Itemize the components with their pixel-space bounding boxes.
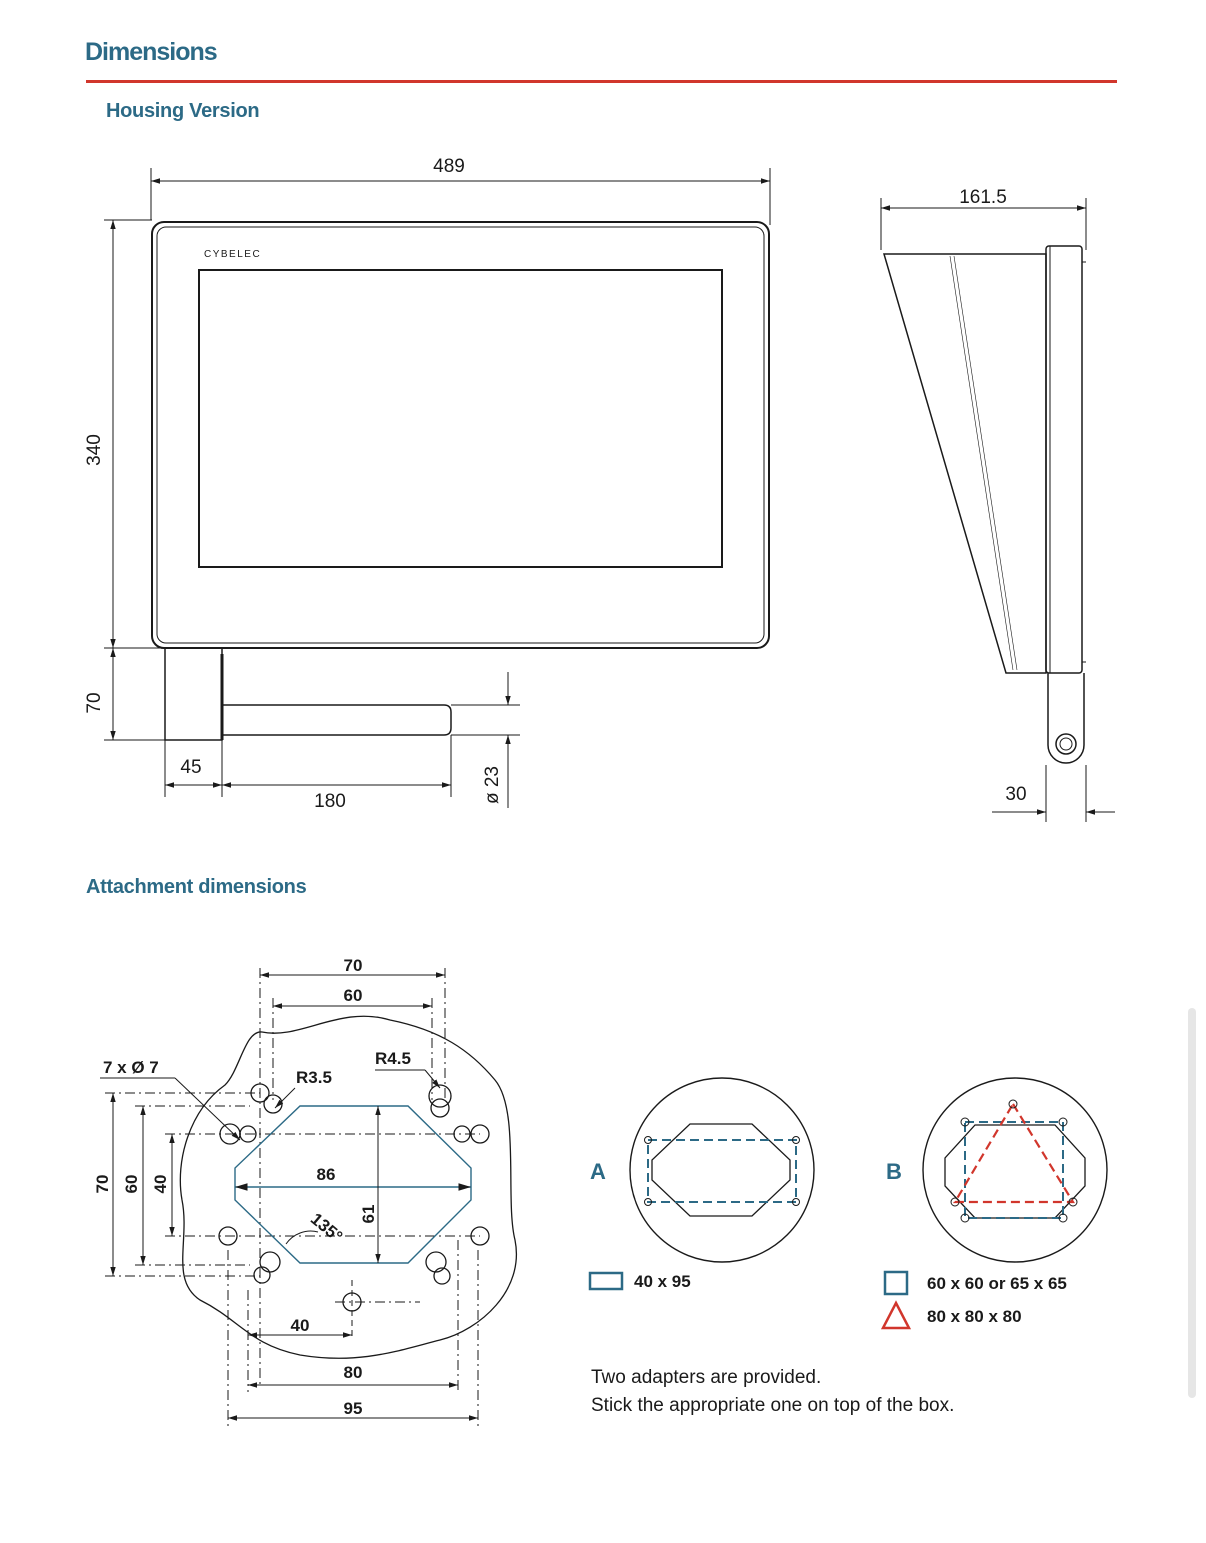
brand-logo: CYBELEC <box>204 249 261 260</box>
adapter-b <box>880 1077 1108 1330</box>
angle-label: 135° <box>307 1209 346 1246</box>
adapter-note-line-1: Two adapters are provided. <box>591 1367 821 1388</box>
adapter-octagon <box>234 1105 472 1264</box>
adapter-b-label: B <box>886 1159 902 1184</box>
legend-rectangle-icon <box>588 1271 624 1291</box>
page-title: Dimensions <box>85 38 218 66</box>
arm-length-label: 180 <box>314 791 346 812</box>
span-outer-label: 70 <box>344 956 363 975</box>
span-inner-label: 60 <box>344 986 363 1005</box>
height-40-label: 40 <box>151 1175 170 1194</box>
holes-label: 7 x Ø 7 <box>103 1058 159 1077</box>
legend-square-icon <box>883 1270 909 1296</box>
housing-outline <box>151 221 770 649</box>
section-heading-attachment: Attachment dimensions <box>86 876 307 898</box>
title-divider <box>86 80 1117 83</box>
mount-width-label: 30 <box>1005 784 1026 805</box>
mount-footprint <box>179 1015 518 1359</box>
tube-diameter-label: ø 23 <box>482 766 503 804</box>
adapter-a-label: A <box>590 1159 606 1184</box>
side-back-panel <box>1045 245 1083 674</box>
attachment-drawing <box>100 968 518 1428</box>
section-heading-housing: Housing Version <box>106 100 260 122</box>
radius-small-label: R3.5 <box>296 1068 332 1087</box>
arm-block <box>164 647 223 741</box>
scrollbar[interactable] <box>1188 1008 1196 1398</box>
height-label: 340 <box>84 434 105 466</box>
offset-40-label: 40 <box>291 1316 310 1335</box>
radius-large-label: R4.5 <box>375 1049 411 1068</box>
arm-tube <box>223 704 452 736</box>
arm-height-label: 70 <box>84 692 105 713</box>
screen <box>198 269 723 568</box>
arm-block-width-label: 45 <box>180 757 201 778</box>
side-view <box>880 198 1115 822</box>
front-view <box>104 168 771 808</box>
mount-hole <box>250 1083 270 1103</box>
width-86-label: 86 <box>317 1165 336 1184</box>
adapter-a <box>588 1077 815 1291</box>
adapter-b-square-size: 60 x 60 or 65 x 65 <box>927 1274 1067 1293</box>
height-70-label: 70 <box>93 1175 112 1194</box>
side-housing <box>883 253 1047 674</box>
bottom-95-label: 95 <box>344 1399 363 1418</box>
bottom-80-label: 80 <box>344 1363 363 1382</box>
adapter-b-triangle-size: 80 x 80 x 80 <box>927 1307 1022 1326</box>
side-mount-bracket <box>1047 673 1085 764</box>
adapter-note-line-2: Stick the appropriate one on top of the … <box>591 1395 954 1416</box>
adapter-a-size: 40 x 95 <box>634 1272 691 1291</box>
legend-triangle-icon <box>880 1300 912 1330</box>
depth-label: 161.5 <box>959 187 1007 208</box>
width-label: 489 <box>433 156 465 177</box>
height-60-label: 60 <box>122 1175 141 1194</box>
height-61-label: 61 <box>359 1205 378 1224</box>
